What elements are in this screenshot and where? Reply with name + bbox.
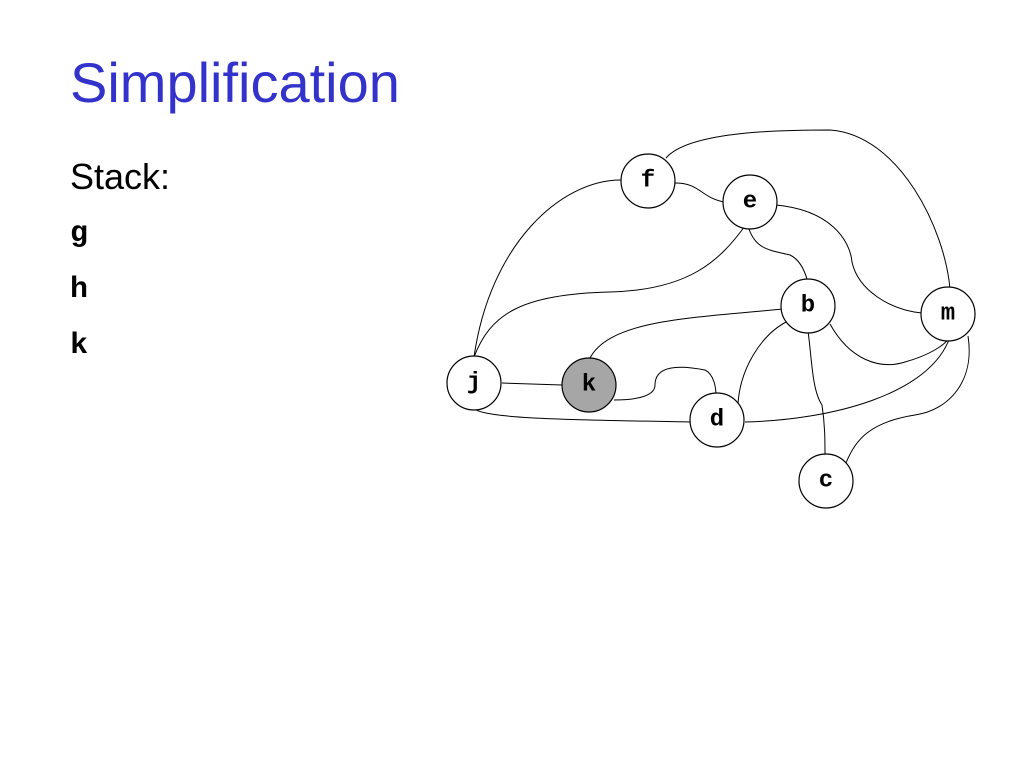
- slide-title: Simplification: [70, 51, 400, 114]
- node-k-label: k: [582, 372, 596, 399]
- node-e-circle: [722, 174, 778, 230]
- node-f-label: f: [641, 168, 655, 195]
- node-e: e: [722, 174, 778, 230]
- stack-label: Stack:: [70, 156, 171, 197]
- edge-b-d: [737, 320, 789, 405]
- edge-b-m: [829, 323, 951, 366]
- node-j: j: [446, 355, 502, 411]
- edge-e-b: [747, 225, 809, 283]
- stack-item-k: k: [70, 329, 89, 363]
- edge-f-m: [665, 129, 951, 290]
- node-b-label: b: [801, 293, 815, 320]
- graph-edges: [473, 129, 970, 464]
- node-c-label: c: [819, 468, 833, 495]
- node-f-circle: [620, 153, 676, 209]
- edge-j-d: [473, 407, 691, 423]
- node-m-label: m: [941, 301, 955, 328]
- node-b-circle: [780, 278, 836, 334]
- node-k-circle: [561, 357, 617, 413]
- node-b: b: [780, 278, 836, 334]
- edge-f-e: [674, 182, 725, 203]
- node-f: f: [620, 153, 676, 209]
- node-d-circle: [689, 392, 745, 448]
- node-d: d: [689, 392, 745, 448]
- node-k: k: [561, 357, 617, 413]
- edge-e-j: [473, 225, 746, 358]
- edge-j-k: [501, 382, 563, 386]
- node-d-label: d: [710, 407, 724, 434]
- edge-b-k: [589, 308, 784, 359]
- node-c-circle: [798, 453, 854, 509]
- node-j-circle: [446, 355, 502, 411]
- stack-list: g h k: [70, 214, 88, 382]
- edge-b-c: [807, 330, 826, 458]
- node-c: c: [798, 453, 854, 509]
- edge-k-d: [613, 366, 717, 401]
- edge-f-j: [473, 179, 622, 358]
- node-m: m: [920, 286, 976, 342]
- stack-item-h: h: [70, 273, 89, 307]
- node-j-label: j: [467, 370, 481, 397]
- edge-m-c: [845, 335, 970, 464]
- node-m-circle: [920, 286, 976, 342]
- edge-d-m: [744, 336, 951, 423]
- edge-e-m: [775, 204, 923, 314]
- node-e-label: e: [743, 189, 757, 216]
- stack-item-g: g: [70, 217, 89, 251]
